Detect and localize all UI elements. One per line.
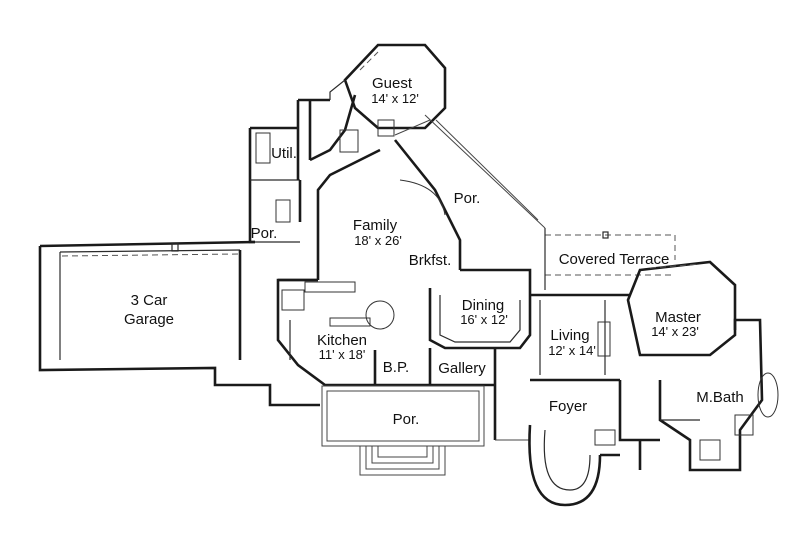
bp-label: B.P.: [383, 359, 409, 376]
foyer-label: Foyer: [549, 398, 587, 415]
por-top-label: Por.: [454, 190, 481, 207]
front-porch: [321, 385, 530, 476]
family-size: 18' x 26': [354, 233, 402, 248]
living-size: 12' x 14': [548, 343, 596, 358]
kitchen-label: Kitchen: [317, 332, 367, 349]
guest-size: 14' x 12': [371, 91, 419, 106]
master-label: Master: [655, 309, 701, 326]
foyer-stair: [528, 424, 642, 507]
dining-size: 16' x 12': [460, 312, 508, 327]
dining-label: Dining: [462, 297, 505, 314]
utility-wing: [248, 94, 359, 244]
guest-label: Guest: [372, 75, 413, 92]
util-label: Util.: [271, 145, 297, 162]
master-suite: [618, 260, 779, 472]
por-left-label: Por.: [251, 225, 278, 242]
kitchen-size: 11' x 18': [319, 347, 366, 362]
living-label: Living: [550, 327, 589, 344]
rear-porch: [316, 114, 546, 280]
master-size: 14' x 23': [651, 324, 699, 339]
garage-label-2: Garage: [124, 311, 174, 328]
main-house: [276, 268, 630, 440]
por-front-label: Por.: [393, 411, 420, 428]
garage: [38, 240, 320, 407]
mbath-label: M.Bath: [696, 389, 744, 406]
family-label: Family: [353, 217, 398, 234]
gallery-label: Gallery: [438, 360, 486, 377]
garage-label-1: 3 Car: [131, 292, 168, 309]
covered-terrace: [544, 228, 676, 290]
guest-room: [329, 43, 447, 137]
covered-terrace-label: Covered Terrace: [559, 251, 670, 268]
brkfst-label: Brkfst.: [409, 252, 452, 269]
